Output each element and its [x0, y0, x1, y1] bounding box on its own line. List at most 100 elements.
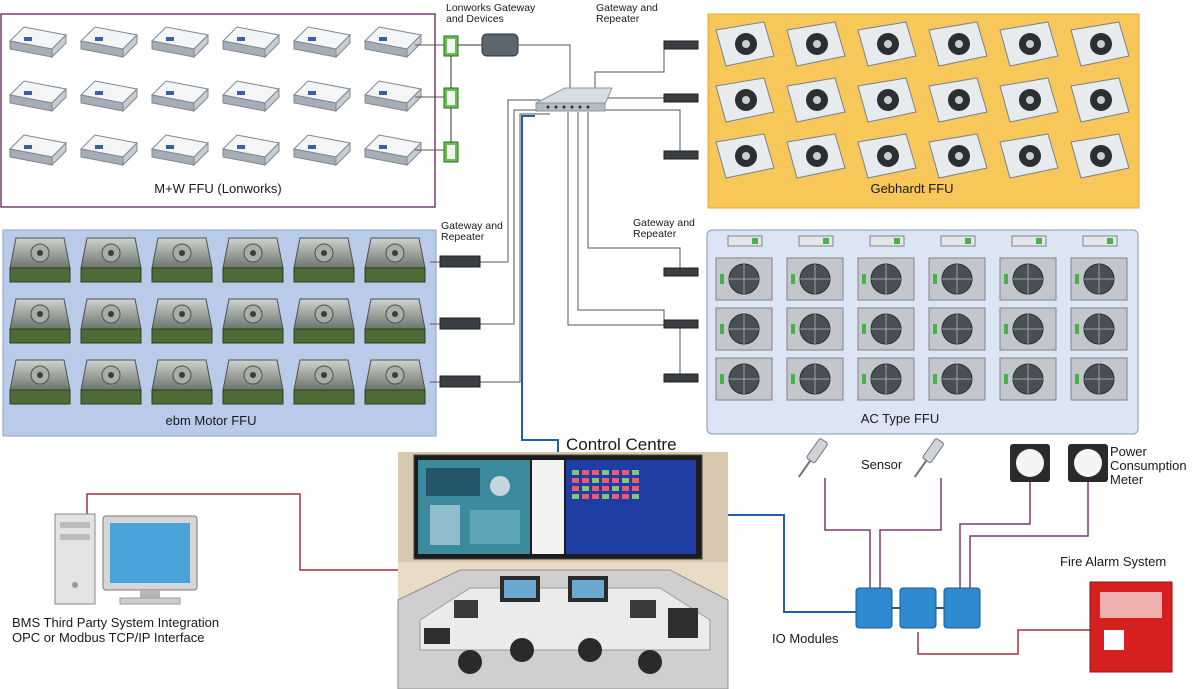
sensor-links — [824, 478, 1089, 588]
ac-controller — [940, 235, 976, 247]
mw-units-unit — [8, 26, 68, 59]
mw-units-unit — [221, 134, 281, 167]
gateway-ac-2 — [663, 319, 699, 329]
gateway-ac-1 — [663, 267, 699, 277]
ac-units-unit — [857, 357, 915, 401]
fire-alarm-label: Fire Alarm System — [1060, 554, 1166, 569]
ac-units-unit — [715, 307, 773, 351]
chair-2 — [510, 638, 534, 662]
geb-units-unit — [715, 21, 775, 67]
geb-units-unit — [928, 133, 988, 179]
mw-units-unit — [79, 26, 139, 59]
ac-units-unit — [999, 307, 1057, 351]
geb-units-unit — [1070, 21, 1130, 67]
geb-units-unit — [786, 133, 846, 179]
ebm-units-unit — [80, 359, 142, 405]
gebhardt-ffu-caption: Gebhardt FFU — [870, 181, 953, 196]
ac-controller — [1011, 235, 1047, 247]
geb-units-unit — [786, 21, 846, 67]
ebm-units-unit — [151, 237, 213, 283]
mw-ffu-units — [8, 26, 423, 167]
gateway-geb-2 — [663, 93, 699, 103]
bms-label-2: OPC or Modbus TCP/IP Interface — [12, 630, 204, 645]
geb-units-unit — [1070, 133, 1130, 179]
laptop-left — [424, 628, 450, 644]
ac-units-unit — [715, 257, 773, 301]
geb-units-unit — [857, 77, 917, 123]
mw-units-unit — [292, 80, 352, 113]
geb-units-unit — [999, 21, 1059, 67]
ebm-units-unit — [151, 359, 213, 405]
ac-units-unit — [928, 357, 986, 401]
ac-units-unit — [857, 257, 915, 301]
ebm-units-unit — [222, 237, 284, 283]
printer — [454, 600, 478, 618]
power-meters — [1010, 444, 1108, 482]
mw-units-unit — [292, 134, 352, 167]
mw-units-unit — [363, 26, 423, 59]
ac-controller — [798, 235, 834, 247]
ac-units-unit — [1070, 357, 1128, 401]
ebm-units-unit — [364, 237, 426, 283]
chair-4 — [638, 650, 662, 674]
lonworks-gateway-label-2: and Devices — [446, 13, 504, 25]
control-links — [521, 115, 858, 613]
gebhardt-ffu-units — [715, 21, 1130, 179]
ebm-units-unit — [151, 298, 213, 344]
mw-units-unit — [79, 80, 139, 113]
gateway-right-label-1: Gateway and — [633, 217, 695, 229]
ac-units-unit — [928, 257, 986, 301]
ac-units-unit — [715, 357, 773, 401]
gateway-geb-1 — [663, 40, 699, 50]
bms-label-1: BMS Third Party System Integration — [12, 615, 219, 630]
geb-units-unit — [928, 21, 988, 67]
sensor-devices — [798, 438, 944, 478]
network-switch — [535, 87, 613, 112]
ac-units-unit — [999, 357, 1057, 401]
ebm-units-unit — [293, 359, 355, 405]
ebm-units-unit — [222, 359, 284, 405]
mw-units-unit — [363, 134, 423, 167]
ac-units-unit — [786, 257, 844, 301]
ac-controller — [1082, 235, 1118, 247]
fire-alarm-panel — [1089, 581, 1173, 673]
sensor-label: Sensor — [861, 457, 903, 472]
ac-ffu-caption: AC Type FFU — [861, 411, 940, 426]
geb-units-unit — [857, 133, 917, 179]
gateway-left-label-1: Gateway and — [441, 220, 503, 232]
laptop-right — [668, 608, 698, 638]
geb-units-unit — [999, 133, 1059, 179]
ac-ffu-units — [715, 235, 1128, 401]
ebm-units-unit — [364, 298, 426, 344]
ebm-ffu-units — [9, 237, 426, 405]
ac-controller — [727, 235, 763, 247]
chair-1 — [458, 650, 482, 674]
mw-units-unit — [292, 26, 352, 59]
ebm-units-unit — [80, 298, 142, 344]
ebm-units-unit — [9, 359, 71, 405]
mw-units-unit — [150, 134, 210, 167]
screen-grid — [572, 470, 639, 499]
ebm-units-unit — [293, 237, 355, 283]
gateway-ac-3 — [663, 373, 699, 383]
ebm-units-unit — [80, 237, 142, 283]
ac-units-unit — [1070, 307, 1128, 351]
mw-units-unit — [150, 80, 210, 113]
chair-3 — [578, 638, 602, 662]
gateway-ebm-2 — [439, 317, 481, 330]
geb-units-unit — [1070, 77, 1130, 123]
geb-units-unit — [715, 133, 775, 179]
control-centre-room — [397, 452, 729, 689]
ebm-units-unit — [9, 298, 71, 344]
mw-units-unit — [221, 26, 281, 59]
geb-units-unit — [715, 77, 775, 123]
io-modules — [855, 587, 981, 629]
ac-units-unit — [786, 357, 844, 401]
lonworks-devices — [443, 33, 519, 163]
geb-units-unit — [999, 77, 1059, 123]
gateway-repeaters — [439, 40, 699, 388]
mw-units-unit — [363, 80, 423, 113]
gateway-left-label-2: Repeater — [441, 231, 485, 243]
